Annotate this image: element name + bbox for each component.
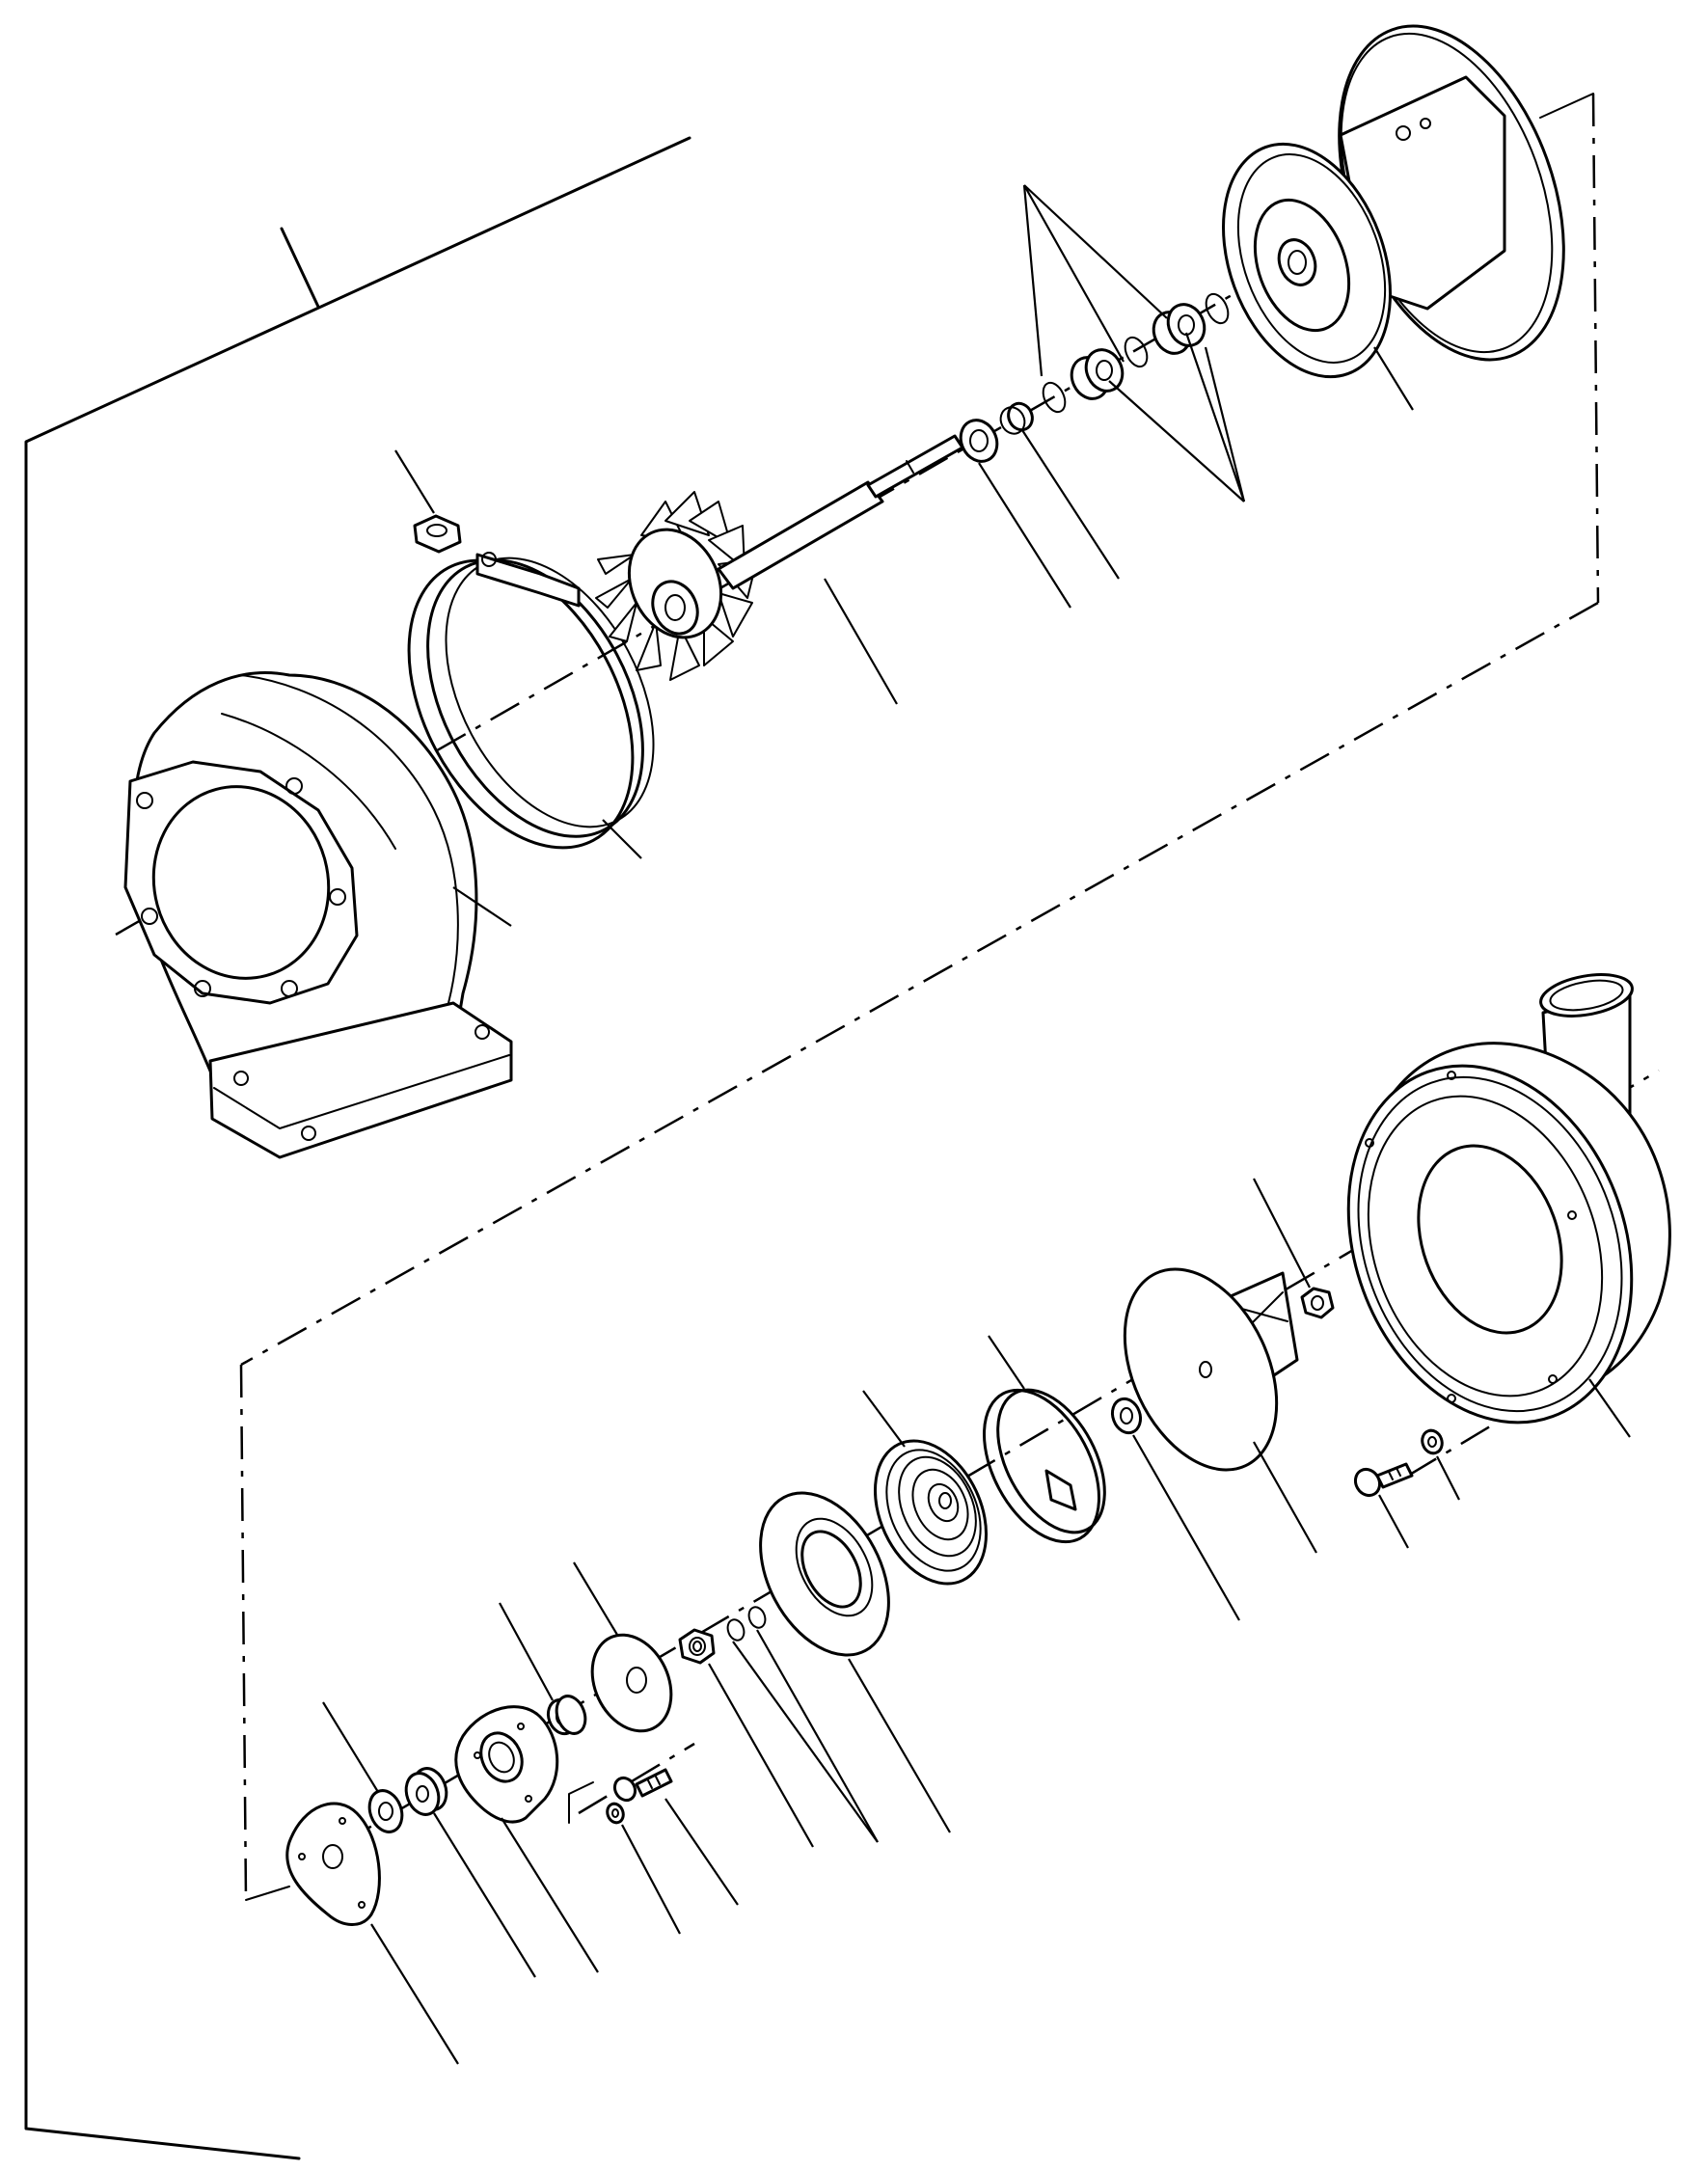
leader-washer: [1132, 1434, 1240, 1621]
leader-snap-ring: [988, 1335, 1025, 1390]
leader-lock-washer: [621, 1824, 681, 1935]
leader-spacer: [1021, 429, 1120, 580]
screw-icon: [1353, 1462, 1414, 1498]
leader-bolt: [1378, 1494, 1409, 1549]
collar-icon: [678, 1628, 716, 1665]
leader-bolt-washer: [1436, 1455, 1460, 1501]
spacer-icon: [404, 1767, 448, 1816]
leader-thrust-bearing: [499, 1602, 554, 1701]
ring-icon: [726, 1606, 767, 1642]
leader-ring: [978, 462, 1071, 609]
assembly-bracket: [24, 136, 691, 2160]
impeller-nut-icon: [1300, 1287, 1335, 1319]
leader-thrust-collar: [708, 1663, 814, 1848]
center-housing-icon: [1222, 24, 1565, 379]
leader-lock-plate: [370, 1923, 459, 2065]
washer-icon: [367, 1789, 404, 1833]
leader-spacer-sleeve: [433, 1812, 536, 1978]
leader-clamp: [602, 819, 642, 859]
turbine-housing-icon: [123, 671, 513, 1159]
deflector-icon: [759, 1491, 890, 1657]
nut-icon: [413, 514, 462, 554]
leader-impeller-nut: [1253, 1178, 1311, 1289]
leader-screw: [664, 1798, 739, 1906]
clamp-icon: [407, 552, 655, 850]
bearing-icon: [1042, 292, 1230, 414]
leader-compressor-housing: [1588, 1378, 1631, 1438]
leader-compressor-wheel: [1253, 1441, 1317, 1554]
leader-backplate: [862, 1390, 906, 1448]
leader-thrust-washer: [573, 1561, 618, 1636]
snap-ring-icon: [982, 1388, 1106, 1544]
backplate-icon: [873, 1439, 989, 1586]
plate-icon: [454, 1705, 559, 1824]
leader-center-housing: [1373, 346, 1414, 411]
washer-icon: [590, 1633, 673, 1733]
screw-icon: [612, 1768, 673, 1803]
leader-thrust-plate: [501, 1817, 599, 1973]
turbine-wheel-icon: [595, 434, 964, 681]
leader-turbine-housing: [452, 886, 512, 927]
leader-turbine-wheel: [824, 578, 898, 705]
lock-washer-icon: [1421, 1428, 1444, 1455]
ring-icon: [959, 419, 999, 463]
leader-bearings: [1022, 184, 1246, 502]
leader-clamp-nut: [394, 449, 435, 514]
spacer-icon: [999, 401, 1034, 435]
leader-deflector: [848, 1658, 951, 1833]
lock-washer-icon: [606, 1802, 625, 1825]
leader-far-washer: [322, 1701, 379, 1793]
leader-seal-rings: [732, 1629, 879, 1843]
plate-icon: [285, 1802, 381, 1926]
spacer-icon: [555, 1695, 587, 1735]
compressor-housing-icon: [1346, 973, 1671, 1425]
washer-icon: [1110, 1397, 1143, 1435]
compressor-wheel-icon: [1123, 1267, 1299, 1472]
